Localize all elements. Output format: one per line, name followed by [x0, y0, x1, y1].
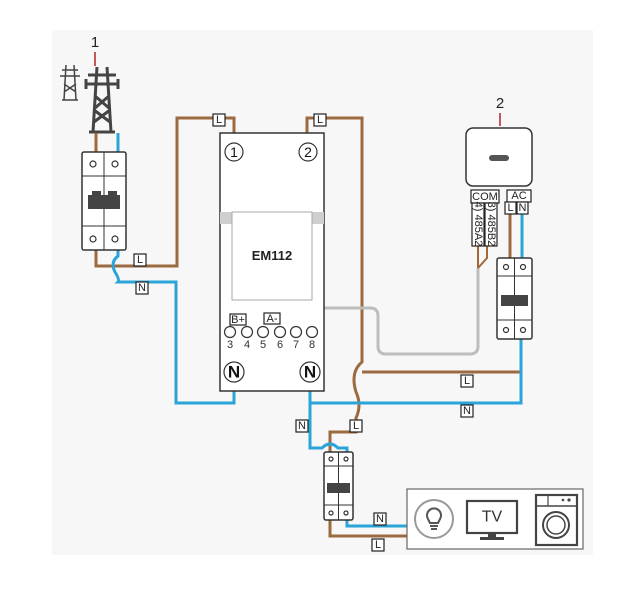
wire-meter-out-l — [305, 116, 364, 452]
inverter-ac-n: N — [519, 202, 527, 214]
terminal-5: 5 — [260, 339, 266, 351]
wire-label-n-grid-out: N — [135, 281, 149, 295]
svg-text:N: N — [463, 405, 471, 417]
wire-meter-neutral-out — [308, 339, 523, 405]
meter-neutral-out: N — [304, 363, 316, 382]
svg-text:L: L — [137, 254, 143, 266]
inverter-com-pin-4: 4) 485A2 — [472, 202, 484, 247]
svg-text:L: L — [375, 539, 381, 551]
svg-text:N: N — [298, 420, 306, 432]
svg-text:N: N — [376, 513, 384, 525]
grid-pylon-icon — [84, 66, 120, 134]
loads-box: TV — [406, 488, 584, 550]
wire-label-n-load-feed: N — [295, 419, 309, 433]
washing-machine-icon — [534, 493, 579, 547]
rs485-a-label: A- — [267, 313, 278, 325]
terminal-4: 4 — [244, 339, 250, 351]
wire-load-l — [328, 520, 407, 538]
wire-load-n — [345, 520, 407, 528]
wire-breaker1-to-meter-l — [94, 116, 236, 268]
terminal-8: 8 — [309, 339, 315, 351]
energy-meter: EM112 1 2 B+ A- 3 4 5 6 7 8 N N — [219, 132, 325, 392]
inverter-ac-label: AC — [511, 190, 526, 202]
wire-label-l-grid-out: L — [133, 253, 147, 267]
wire-rs485 — [310, 268, 480, 356]
meter-terminal-row: 3 4 5 6 7 8 — [223, 325, 319, 351]
terminal-3: 3 — [227, 339, 233, 351]
svg-text:L: L — [216, 114, 222, 126]
load-breaker — [323, 451, 354, 521]
wire-label-n-load: N — [373, 512, 387, 526]
grid-breaker — [81, 151, 127, 251]
small-pylon-icon — [60, 64, 80, 101]
meter-model-label: EM112 — [252, 248, 292, 263]
wire-neutral-to-load-breaker — [308, 403, 349, 452]
meter-terminal-1: 1 — [230, 144, 238, 160]
svg-text:L: L — [464, 375, 470, 387]
terminal-7: 7 — [293, 339, 299, 351]
tv-label: TV — [482, 509, 503, 526]
inverter: COM 4) 485A2 3) 485B2 AC L N — [465, 127, 533, 247]
callout-1: 1 — [91, 34, 99, 51]
wire-inverter-com — [477, 246, 488, 269]
inverter-breaker — [496, 257, 533, 340]
tv-icon: TV — [465, 499, 519, 540]
svg-text:L: L — [353, 420, 359, 432]
meter-terminal-2: 2 — [304, 144, 312, 160]
inverter-ac-l: L — [507, 202, 513, 214]
svg-text:L: L — [317, 114, 323, 126]
wire-label-l-inverter: L — [460, 374, 474, 388]
inverter-com-label: COM — [472, 191, 498, 203]
wire-breaker1-neutral — [111, 250, 236, 405]
wire-label-l-meter-in: L — [212, 113, 226, 127]
wire-label-n-inverter: N — [460, 404, 474, 418]
rs485-b-label: B+ — [231, 314, 245, 326]
wire-label-l-load: L — [371, 538, 385, 552]
callout-2: 2 — [496, 95, 504, 112]
inverter-com-pin-3: 3) 485B2 — [485, 202, 497, 247]
meter-neutral-in: N — [228, 363, 240, 382]
wire-label-l-load-feed: L — [349, 419, 363, 433]
light-bulb-icon — [414, 499, 454, 539]
svg-text:N: N — [138, 282, 146, 294]
terminal-6: 6 — [277, 339, 283, 351]
wire-label-l-meter-out: L — [313, 113, 327, 127]
